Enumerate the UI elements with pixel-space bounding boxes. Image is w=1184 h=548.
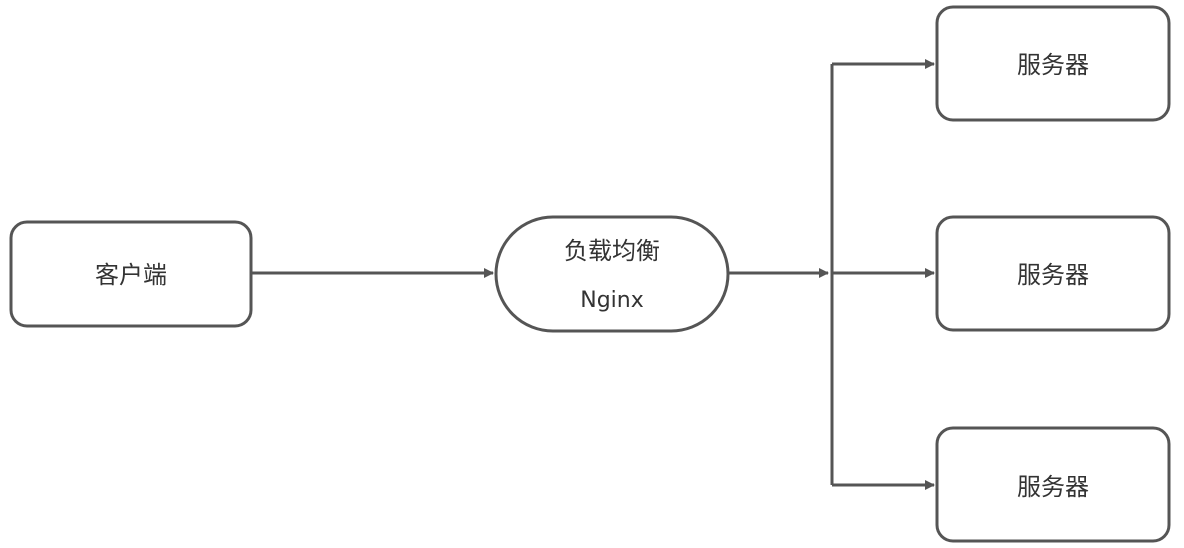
client-label: 客户端 (95, 261, 167, 289)
server-node-top: 服务器 (935, 5, 1171, 122)
server-node-bottom-box (935, 426, 1171, 543)
server-middle-label: 服务器 (1017, 261, 1089, 289)
server-node-bottom: 服务器 (935, 426, 1171, 543)
client-node: 客户端 (9, 220, 253, 328)
load-balancer-label-cn: 负载均衡 (564, 237, 660, 265)
server-bottom-label: 服务器 (1017, 473, 1089, 501)
load-balancer-label-nginx: Nginx (580, 288, 644, 313)
server-top-label: 服务器 (1017, 51, 1089, 79)
load-balancer-node: 负载均衡 Nginx (494, 215, 730, 333)
client-node-box (9, 220, 253, 328)
server-node-middle: 服务器 (935, 215, 1171, 332)
load-balancer-node-box (494, 215, 730, 333)
server-node-top-box (935, 5, 1171, 122)
server-node-middle-box (935, 215, 1171, 332)
